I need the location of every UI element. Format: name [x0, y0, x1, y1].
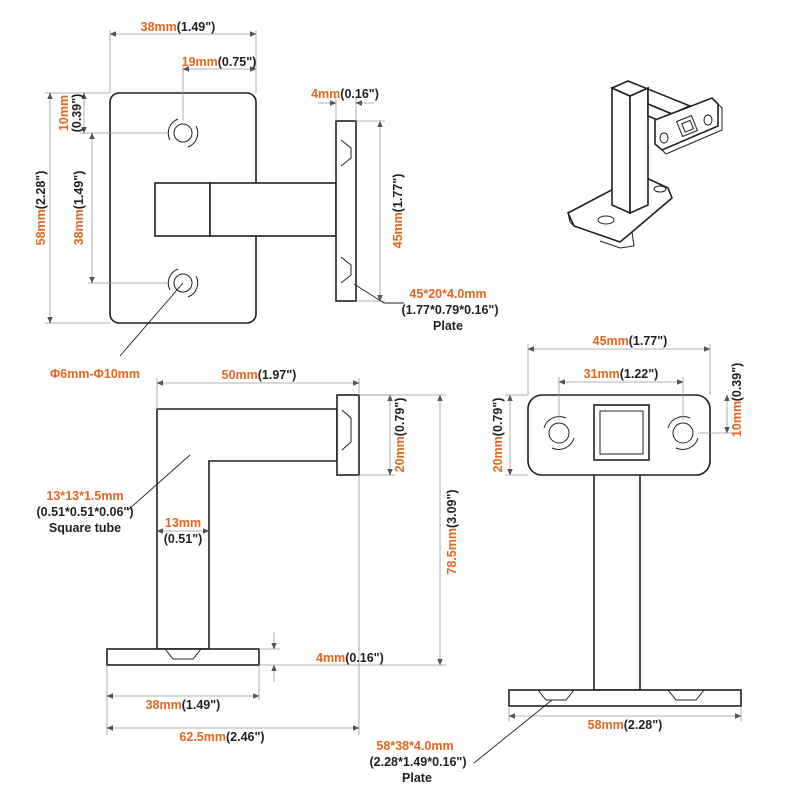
top-hole-lower: [167, 268, 199, 298]
base-callout-mm: 58*38*4.0mm: [376, 739, 453, 753]
tube-width-in: (0.51"): [164, 532, 203, 546]
top-hole-offset-dim: 19mm(0.75"): [182, 55, 257, 69]
top-width-dim: 38mm(1.49"): [141, 20, 216, 34]
top-hole-edge-mm: 10mm: [57, 95, 71, 131]
front-hole-edge-in: (0.39"): [730, 363, 744, 402]
front-base-width-dim: 58mm(2.28"): [588, 718, 663, 732]
front-hole-right: [667, 416, 699, 450]
front-hole-spacing-dim: 31mm(1.22"): [584, 367, 659, 381]
isometric-view: [566, 80, 723, 249]
front-base-plate: [508, 689, 742, 707]
tube-callout-in: (0.51*0.51*0.06"): [37, 505, 134, 519]
front-view: [473, 344, 742, 764]
side-total-depth-dim: 62.5mm(2.46"): [179, 730, 264, 744]
side-view-base-plate: [106, 648, 260, 666]
side-length-dim: 50mm(1.97"): [222, 368, 297, 382]
front-hole-edge-mm: 10mm: [730, 401, 744, 437]
side-view-wall-plate: [336, 394, 360, 476]
top-hole-edge-in: (0.39"): [70, 94, 84, 133]
front-square-tube-end: [593, 404, 650, 461]
top-view: [45, 30, 404, 357]
front-hole-left: [543, 416, 575, 450]
side-plate-height-dim: 45mm(1.77"): [391, 174, 405, 249]
tube-callout-label: Square tube: [49, 521, 121, 535]
tube-end: [154, 182, 211, 237]
front-width-dim: 45mm(1.77"): [593, 334, 668, 348]
side-view: [106, 378, 446, 735]
tube-width-mm: 13mm: [165, 516, 201, 530]
tube-arm: [209, 182, 337, 237]
top-hole-upper: [167, 118, 199, 148]
side-total-height-dim: 78.5mm(3.09"): [445, 489, 459, 574]
base-thickness-dim: 4mm(0.16"): [316, 651, 384, 665]
hole-diameter-callout: Φ6mm-Φ10mm: [50, 367, 140, 381]
side-plate-callout-in: (1.77*0.79*0.16"): [402, 303, 499, 317]
side-plate-thickness-dim: 4mm(0.16"): [311, 87, 379, 101]
base-callout-in: (2.28*1.49*0.16"): [370, 755, 467, 769]
side-plate-callout-mm: 45*20*4.0mm: [409, 287, 486, 301]
side-plate-callout-label: Plate: [433, 319, 463, 333]
top-hole-spacing-dim: 38mm(1.49"): [72, 171, 86, 246]
front-plate-height-dim: 20mm(0.79"): [491, 398, 505, 473]
top-height-dim: 58mm(2.28"): [34, 171, 48, 246]
side-plate-height-dim-2: 20mm(0.79"): [393, 398, 407, 473]
side-plate: [335, 120, 357, 302]
base-callout-label: Plate: [402, 771, 432, 785]
tube-callout-mm: 13*13*1.5mm: [46, 489, 123, 503]
side-base-width-dim: 38mm(1.49"): [146, 698, 221, 712]
